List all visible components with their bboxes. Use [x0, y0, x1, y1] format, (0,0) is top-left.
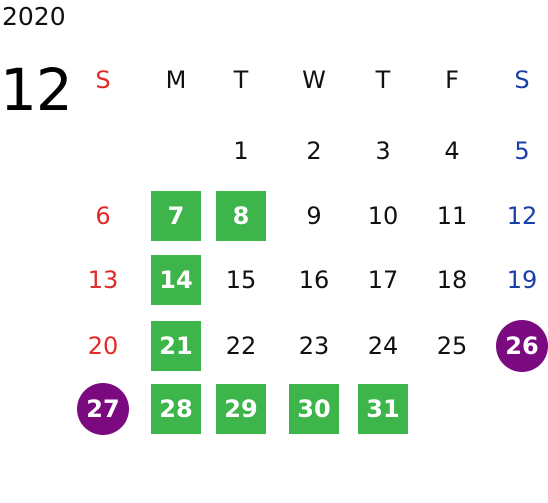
day-cell-6[interactable]: 6 — [95, 202, 111, 230]
day-cell-10[interactable]: 10 — [367, 202, 399, 230]
day-cell-1[interactable]: 1 — [233, 137, 249, 165]
day-cell-5[interactable]: 5 — [514, 137, 530, 165]
day-cell-2[interactable]: 2 — [306, 137, 322, 165]
day-cell-23[interactable]: 23 — [298, 332, 330, 360]
weekday-fri: F — [445, 66, 459, 94]
day-cell-18[interactable]: 18 — [436, 266, 468, 294]
day-cell-15[interactable]: 15 — [225, 266, 257, 294]
day-cell-14[interactable]: 14 — [151, 255, 201, 305]
day-cell-9[interactable]: 9 — [306, 202, 322, 230]
weekday-wed: W — [302, 66, 326, 94]
day-cell-19[interactable]: 19 — [506, 266, 538, 294]
day-cell-11[interactable]: 11 — [436, 202, 468, 230]
day-cell-30[interactable]: 30 — [289, 384, 339, 434]
day-cell-16[interactable]: 16 — [298, 266, 330, 294]
day-cell-22[interactable]: 22 — [225, 332, 257, 360]
weekday-thu: T — [375, 66, 391, 94]
weekday-sun: S — [95, 66, 111, 94]
day-cell-25[interactable]: 25 — [436, 332, 468, 360]
weekday-mon: M — [165, 66, 187, 94]
day-cell-8[interactable]: 8 — [216, 191, 266, 241]
day-cell-7[interactable]: 7 — [151, 191, 201, 241]
calendar-year: 2020 — [2, 2, 66, 31]
day-cell-21[interactable]: 21 — [151, 321, 201, 371]
day-cell-12[interactable]: 12 — [506, 202, 538, 230]
day-cell-4[interactable]: 4 — [444, 137, 460, 165]
calendar-month: 12 — [0, 56, 73, 124]
day-cell-13[interactable]: 13 — [87, 266, 119, 294]
day-cell-20[interactable]: 20 — [87, 332, 119, 360]
day-cell-27[interactable]: 27 — [77, 383, 129, 435]
weekday-sat: S — [514, 66, 530, 94]
day-cell-24[interactable]: 24 — [367, 332, 399, 360]
day-cell-31[interactable]: 31 — [358, 384, 408, 434]
day-cell-28[interactable]: 28 — [151, 384, 201, 434]
day-cell-29[interactable]: 29 — [216, 384, 266, 434]
day-cell-17[interactable]: 17 — [367, 266, 399, 294]
weekday-tue: T — [233, 66, 249, 94]
day-cell-26[interactable]: 26 — [496, 320, 548, 372]
day-cell-3[interactable]: 3 — [375, 137, 391, 165]
